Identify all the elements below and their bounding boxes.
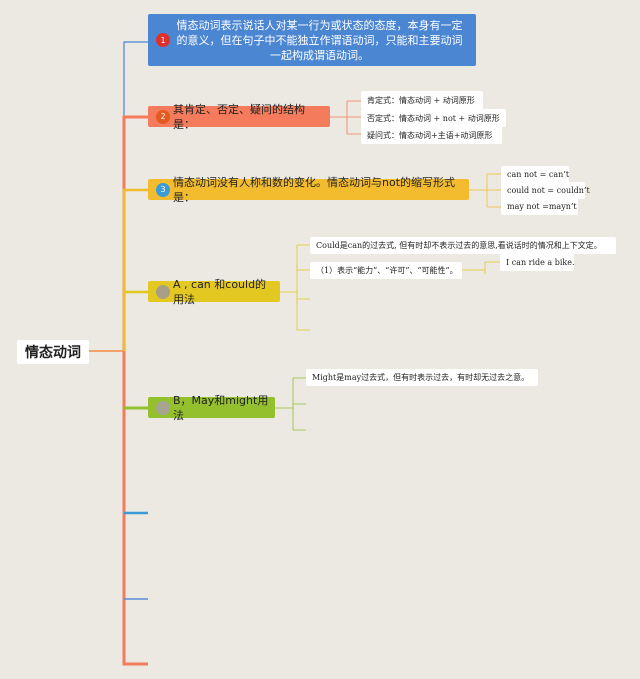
leaf-text: 疑问式：情态动词+主语+动词原形 <box>367 130 493 140</box>
leaf-example-bike[interactable]: I can ride a bike. <box>500 254 575 271</box>
leaf-text: 否定式：情态动词 + not + 动词原形 <box>367 113 500 123</box>
branch-4-text: A , can 和could的用法 <box>173 277 267 306</box>
number-badge-icon: 1 <box>156 33 170 47</box>
leaf-interrogative[interactable]: 疑问式：情态动词+主语+动词原形 <box>361 126 502 144</box>
root-node[interactable]: 情态动词 <box>17 340 89 364</box>
leaf-maynt[interactable]: may not =mayn’t <box>501 198 578 215</box>
number-badge-icon <box>156 284 170 299</box>
leaf-cant[interactable]: can not = can’t <box>501 166 569 183</box>
number-badge-icon: 3 <box>156 182 170 197</box>
leaf-text: I can ride a bike. <box>506 258 575 267</box>
branch-5-text: B，May和might用法 <box>173 393 269 422</box>
leaf-text: may not =mayn’t <box>507 202 577 211</box>
leaf-text: 肯定式：情态动词 + 动词原形 <box>367 95 475 105</box>
leaf-ability[interactable]: （1）表示“能力”、“许可”、“可能性”。 <box>310 262 462 279</box>
number-badge-icon <box>156 400 170 415</box>
leaf-text: could not = couldn’t <box>507 186 590 195</box>
leaf-text: （1）表示“能力”、“许可”、“可能性”。 <box>316 266 458 275</box>
leaf-text: Might是may过去式，但有时表示过去，有时却无过去之意。 <box>312 373 530 382</box>
branch-3-text: 情态动词没有人称和数的变化。情态动词与not的缩写形式是： <box>173 175 456 204</box>
branch-3-contractions[interactable]: 3 情态动词没有人称和数的变化。情态动词与not的缩写形式是： <box>148 176 469 204</box>
leaf-couldnt[interactable]: could not = couldn’t <box>501 182 590 199</box>
leaf-affirmative[interactable]: 肯定式：情态动词 + 动词原形 <box>361 91 483 109</box>
branch-2-structure[interactable]: 2 其肯定、否定、疑问的结构是： <box>148 103 330 131</box>
branch-1-text: 情态动词表示说话人对某一行为或状态的态度，本身有一定的意义，但在句子中不能独立作… <box>176 18 463 62</box>
root-label: 情态动词 <box>25 345 81 361</box>
branch-2-text: 其肯定、否定、疑问的结构是： <box>173 102 305 131</box>
branch-1-definition[interactable]: 1 情态动词表示说话人对某一行为或状态的态度，本身有一定的意义，但在句子中不能独… <box>148 14 476 66</box>
leaf-negative[interactable]: 否定式：情态动词 + not + 动词原形 <box>361 109 506 127</box>
leaf-text: Could是can的过去式, 但有时却不表示过去的意思,看说话时的情况和上下文定… <box>316 241 602 250</box>
number-badge-icon: 2 <box>156 109 170 124</box>
leaf-text: can not = can’t <box>507 170 570 179</box>
leaf-might-past[interactable]: Might是may过去式，但有时表示过去，有时却无过去之意。 <box>306 369 538 386</box>
branch-5-may-might[interactable]: B，May和might用法 <box>148 394 275 422</box>
branch-4-can-could[interactable]: A , can 和could的用法 <box>148 278 280 306</box>
leaf-could-past[interactable]: Could是can的过去式, 但有时却不表示过去的意思,看说话时的情况和上下文定… <box>310 237 616 254</box>
